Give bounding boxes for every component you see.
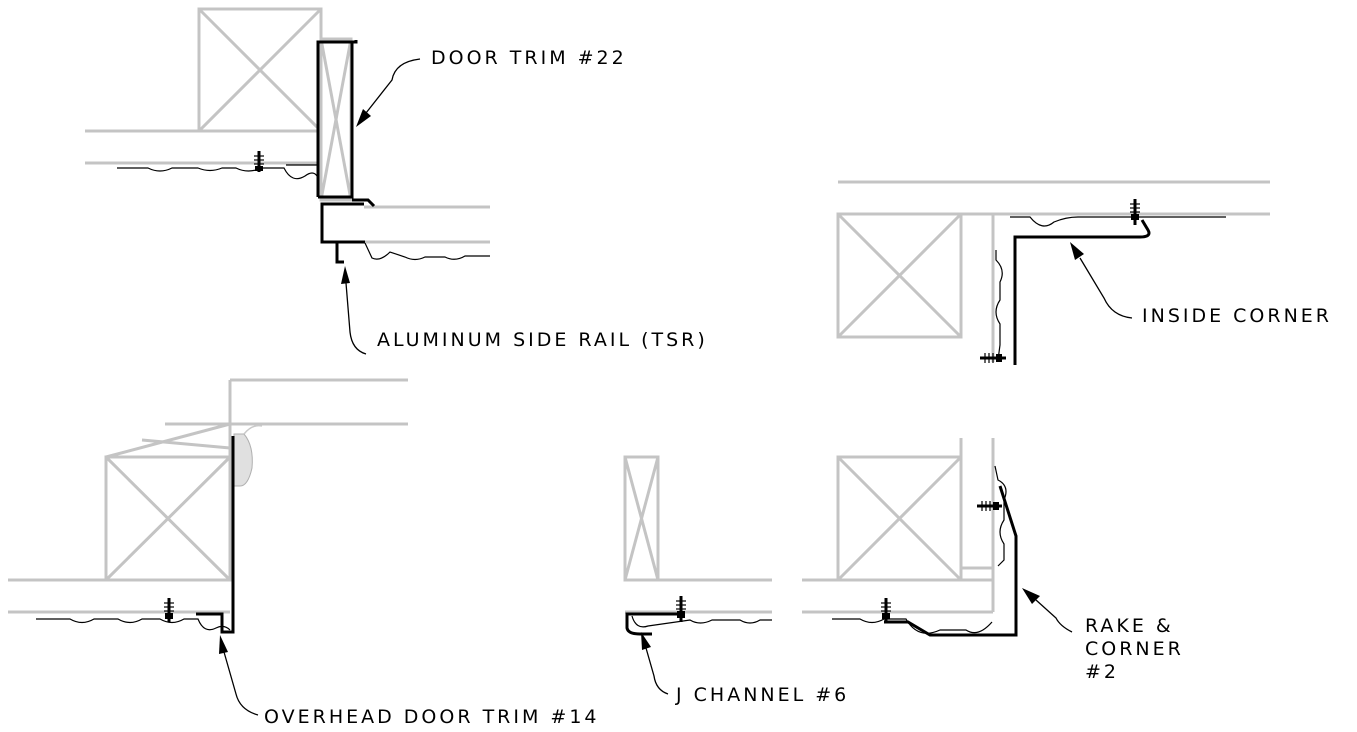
roof-panel-profile (1010, 216, 1226, 227)
screw-fastener-icon (676, 596, 686, 622)
screw-fastener-icon (881, 598, 891, 622)
eave-girt-lines (838, 180, 1270, 216)
overhead-door-trim-leader (223, 651, 259, 716)
door-trim-arrowhead (356, 109, 371, 127)
corner-post-block (836, 455, 963, 582)
wall-panel-profile (117, 167, 318, 180)
rake-corner-label: RAKE & CORNER #2 (1085, 615, 1184, 684)
header-beam-lines (165, 378, 408, 457)
j-channel-label: J CHANNEL #6 (676, 684, 850, 706)
j-channel-arrowhead (641, 632, 651, 650)
door-jamb-block (319, 37, 353, 202)
side-rail-panel-profile (364, 242, 490, 261)
overhead-door-trim-arrowhead (219, 635, 228, 654)
side-girt-lines (959, 438, 995, 612)
j-channel-detail (623, 455, 772, 695)
inside-corner-label: INSIDE CORNER (1142, 305, 1332, 327)
wall-girt-lines (625, 578, 772, 614)
rake-corner-label-line: CORNER (1085, 638, 1184, 660)
overhead-door-trim-14 (196, 436, 235, 634)
seal-profile-line (243, 424, 263, 435)
wall-panel-profile-vertical (994, 465, 1007, 567)
inside-corner-detail (836, 180, 1270, 365)
rake-corner-arrowhead (1022, 588, 1040, 604)
inside-corner-arrowhead (1070, 242, 1084, 260)
inside-corner-trim (1013, 219, 1151, 365)
side-rail-leader (345, 282, 367, 355)
header-block (104, 455, 232, 582)
door-trim-22 (316, 40, 358, 199)
j-channel-leader (645, 647, 669, 695)
j-channel-6 (625, 612, 680, 636)
door-trim-label: DOOR TRIM #22 (431, 47, 627, 69)
eave-girt-lines (802, 578, 993, 614)
inside-corner-leader (1079, 257, 1133, 319)
screw-fastener-icon (254, 151, 264, 172)
side-rail-label: ALUMINUM SIDE RAIL (TSR) (377, 329, 708, 351)
rake-corner-trim-2 (884, 485, 1018, 637)
rake-corner-leader (1035, 599, 1073, 633)
overhead-door-trim-label: OVERHEAD DOOR TRIM #14 (264, 706, 600, 728)
overhead-door-trim-detail (8, 378, 408, 716)
header-girt-lines (364, 205, 490, 244)
rake-corner-label-line: RAKE & (1085, 615, 1174, 637)
side-rail-arrowhead (341, 266, 350, 284)
wall-panel-profile-vertical (995, 250, 1003, 361)
aluminum-side-rail (320, 198, 376, 264)
wall-girt-lines (85, 129, 321, 165)
rake-corner-label-line: #2 (1085, 661, 1120, 683)
angle-brace-lines (105, 422, 231, 459)
roof-panel-profile (832, 618, 993, 634)
door-trim-detail (85, 7, 490, 355)
weather-seal-icon (233, 433, 253, 487)
wood-post-block (197, 7, 323, 133)
stud-block (623, 455, 660, 582)
screw-fastener-icon (1130, 199, 1140, 225)
screw-fastener-icon (977, 501, 1002, 511)
screw-fastener-icon (164, 598, 174, 622)
wall-panel-profile (36, 618, 231, 631)
screw-fastener-icon (980, 353, 1006, 363)
rake-corner-detail (802, 438, 1073, 637)
door-trim-leader (365, 58, 421, 114)
corner-post-block (836, 212, 963, 339)
wall-girt-lines (8, 578, 230, 614)
wall-panel-profile (631, 615, 772, 628)
